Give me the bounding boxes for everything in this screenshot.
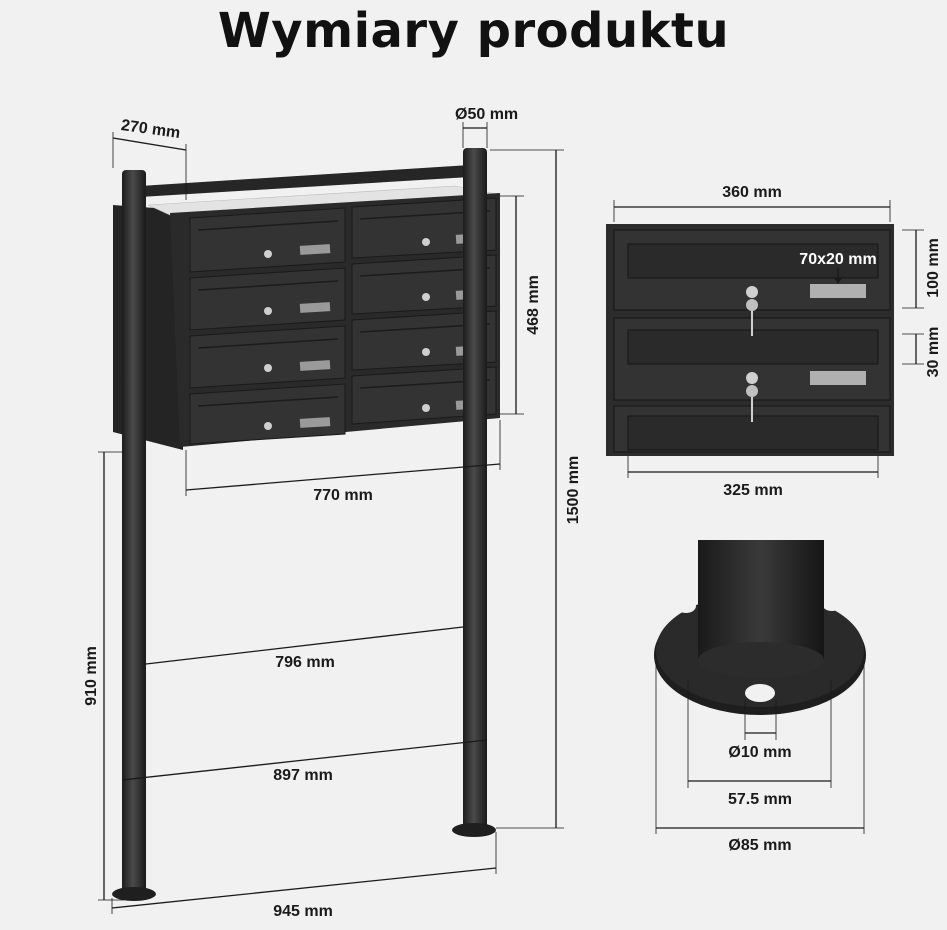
dim-post-diameter: Ø50 mm [455,106,518,148]
right-post-foot [452,823,496,837]
label-slot-height: 100 mm [925,238,942,298]
mailbox-stand [112,148,500,901]
label-hole-diameter: Ø10 mm [728,744,791,761]
dim-inner-spacing: 796 mm [145,626,464,671]
dim-base-width: 945 mm [111,832,497,920]
pipe [698,540,824,660]
page-title: Wymiary produktu [217,3,730,59]
label-post-diameter: Ø50 mm [455,106,518,123]
door [189,207,346,273]
label-pipe-diameter: 57.5 mm [728,791,792,808]
mount-hole-right [822,597,842,611]
dim-pipe-diameter: 57.5 mm [687,680,832,808]
dim-flange-diameter: Ø85 mm [655,660,865,854]
dim-hole-diameter: Ø10 mm [728,700,792,761]
front-view [606,224,894,456]
label-leg-height: 910 mm [83,646,100,706]
dim-total-height: 1500 mm [490,149,582,829]
nameplate-2 [810,371,866,385]
mount-hole-front [745,684,775,702]
label-flange-diameter: Ø85 mm [728,837,791,854]
door [189,383,346,445]
dim-box-height: 468 mm [500,195,542,415]
mount-hole-left [676,599,696,613]
nameplate-1 [810,284,866,298]
dim-front-width: 360 mm [613,184,891,222]
dim-outer-spacing: 897 mm [121,739,488,784]
label-total-height: 1500 mm [565,456,582,525]
left-post [122,170,146,892]
lock-with-key-1 [746,286,758,336]
label-depth: 270 mm [120,117,181,142]
door [189,325,346,389]
top-rail [140,165,470,197]
pipe-bottom [698,642,824,678]
label-base-width: 945 mm [273,903,333,920]
lock-with-key-2 [746,372,758,422]
slot-1 [627,243,879,279]
dim-nameplate: 70x20 mm [799,251,877,284]
left-post-foot [112,887,156,901]
dim-leg-height: 910 mm [83,451,124,901]
door [189,267,346,331]
label-inner-spacing: 796 mm [275,654,335,671]
base-flange [654,540,866,715]
label-front-width: 360 mm [722,184,782,201]
locks [264,238,430,430]
dim-slot-gap: 30 mm [902,327,942,378]
label-outer-spacing: 897 mm [273,767,333,784]
label-box-width: 770 mm [313,487,373,504]
dim-slot-height: 100 mm [902,229,942,309]
dim-box-width: 770 mm [185,420,501,504]
label-nameplate: 70x20 mm [799,251,876,268]
label-box-height: 468 mm [525,275,542,335]
right-post [463,148,487,828]
label-slot-gap: 30 mm [925,327,942,378]
dim-inner-width: 325 mm [627,456,879,499]
label-inner-width: 325 mm [723,482,783,499]
